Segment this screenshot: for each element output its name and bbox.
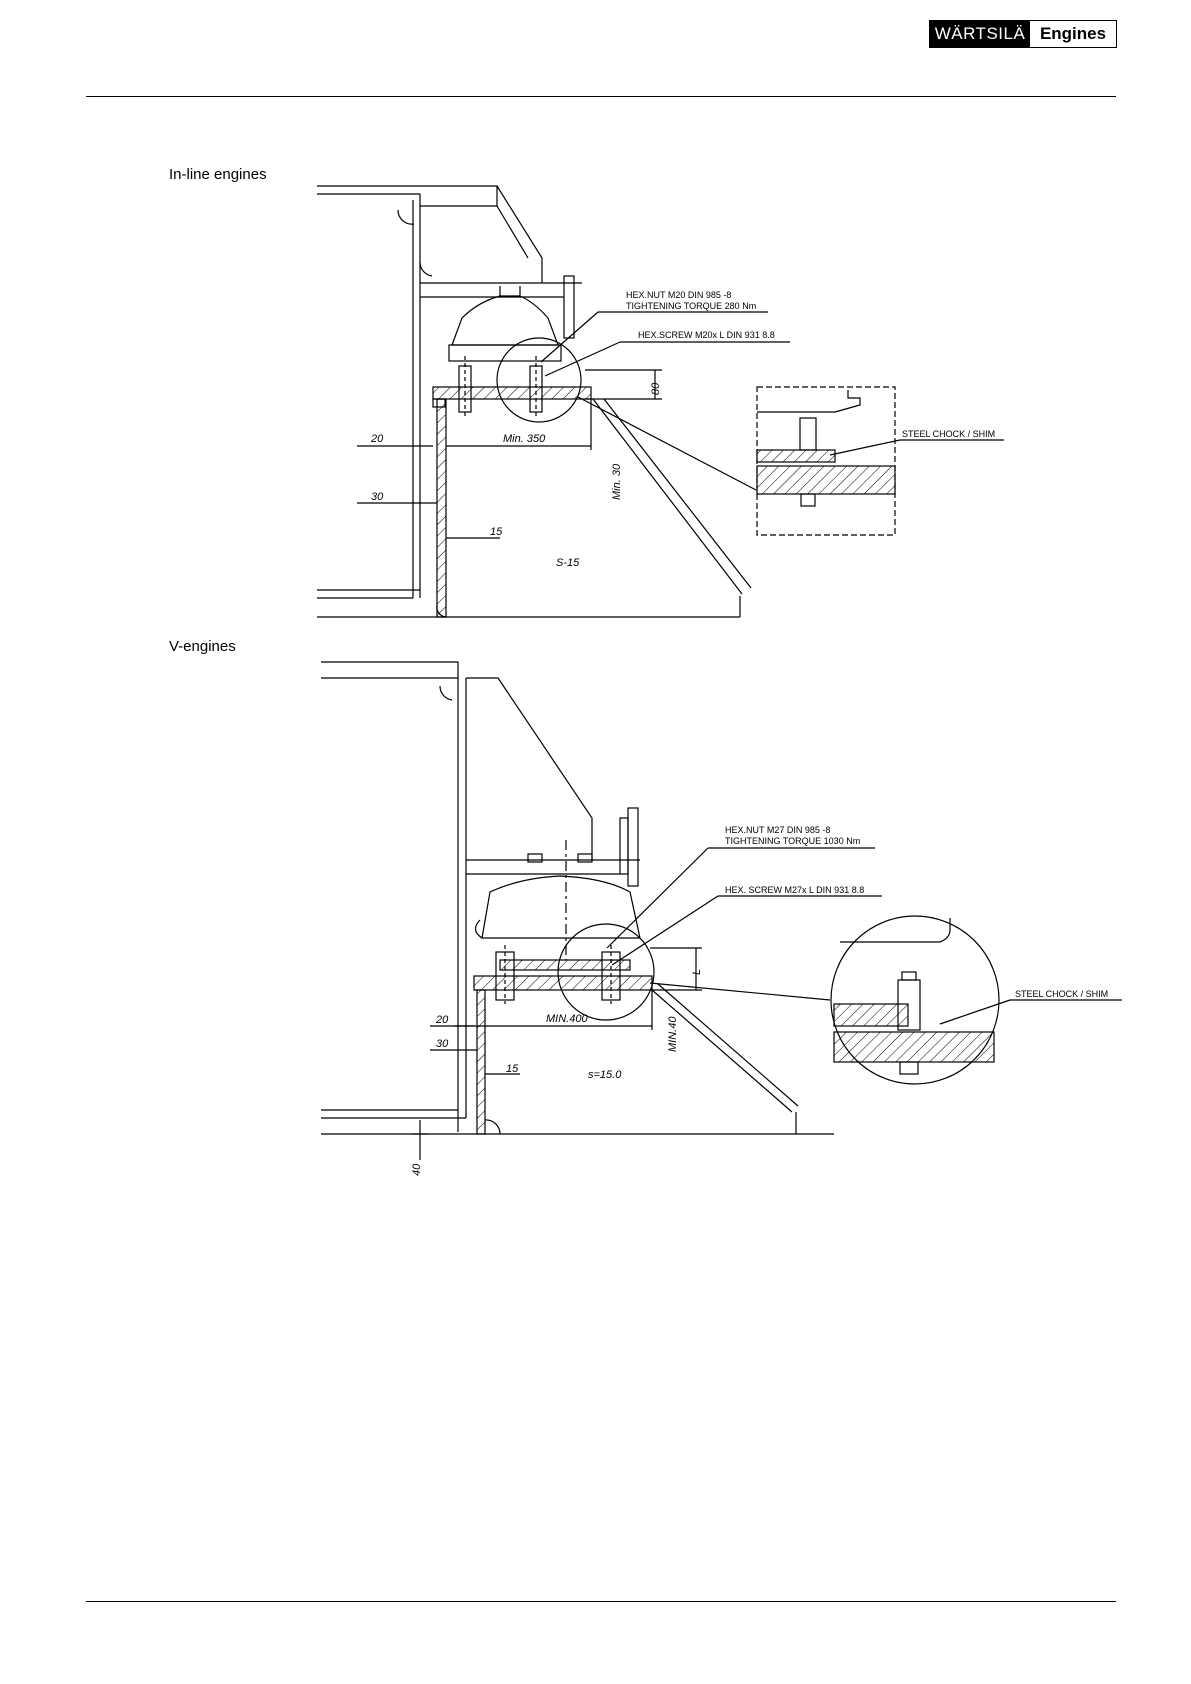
v-dim-min400: MIN.400	[546, 1013, 588, 1025]
inline-plate-thickness: S-15	[556, 557, 580, 569]
inline-chock-label: STEEL CHOCK / SHIM	[902, 429, 995, 439]
footer-rule	[86, 1601, 1116, 1602]
logo-product: Engines	[1030, 21, 1116, 47]
v-dim-40: 40	[411, 1163, 423, 1176]
v-dim-L: L	[691, 969, 703, 975]
inline-dim-15: 15	[490, 526, 503, 538]
v-dim-20: 20	[435, 1014, 449, 1026]
v-screw-label: HEX. SCREW M27x L DIN 931 8.8	[725, 885, 864, 895]
v-nut-label-1: HEX.NUT M27 DIN 985 -8	[725, 825, 830, 835]
inline-section-title: In-line engines	[169, 166, 267, 183]
inline-nut-label-1: HEX.NUT M20 DIN 985 -8	[626, 290, 731, 300]
wartsila-logo: WÄRTSILÄ Engines	[929, 20, 1117, 48]
inline-dim-20: 20	[370, 433, 384, 445]
inline-dim-min350: Min. 350	[503, 433, 546, 445]
v-chock-label: STEEL CHOCK / SHIM	[1015, 989, 1108, 999]
v-dim-15: 15	[506, 1063, 519, 1075]
v-dim-min40: MIN.40	[667, 1016, 679, 1052]
v-nut-label-2: TIGHTENING TORQUE 1030 Nm	[725, 836, 860, 846]
inline-dim-min30: Min. 30	[611, 463, 623, 500]
inline-screw-label: HEX.SCREW M20x L DIN 931 8.8	[638, 330, 775, 340]
inline-nut-label-2: TIGHTENING TORQUE 280 Nm	[626, 301, 756, 311]
v-section-title: V-engines	[169, 638, 236, 655]
logo-brand: WÄRTSILÄ	[930, 21, 1030, 47]
header-rule	[86, 96, 1116, 97]
inline-dim-80: 80	[650, 382, 662, 395]
inline-dim-30: 30	[371, 491, 384, 503]
v-plate-thickness: s=15.0	[588, 1069, 622, 1081]
v-dim-30: 30	[436, 1038, 449, 1050]
